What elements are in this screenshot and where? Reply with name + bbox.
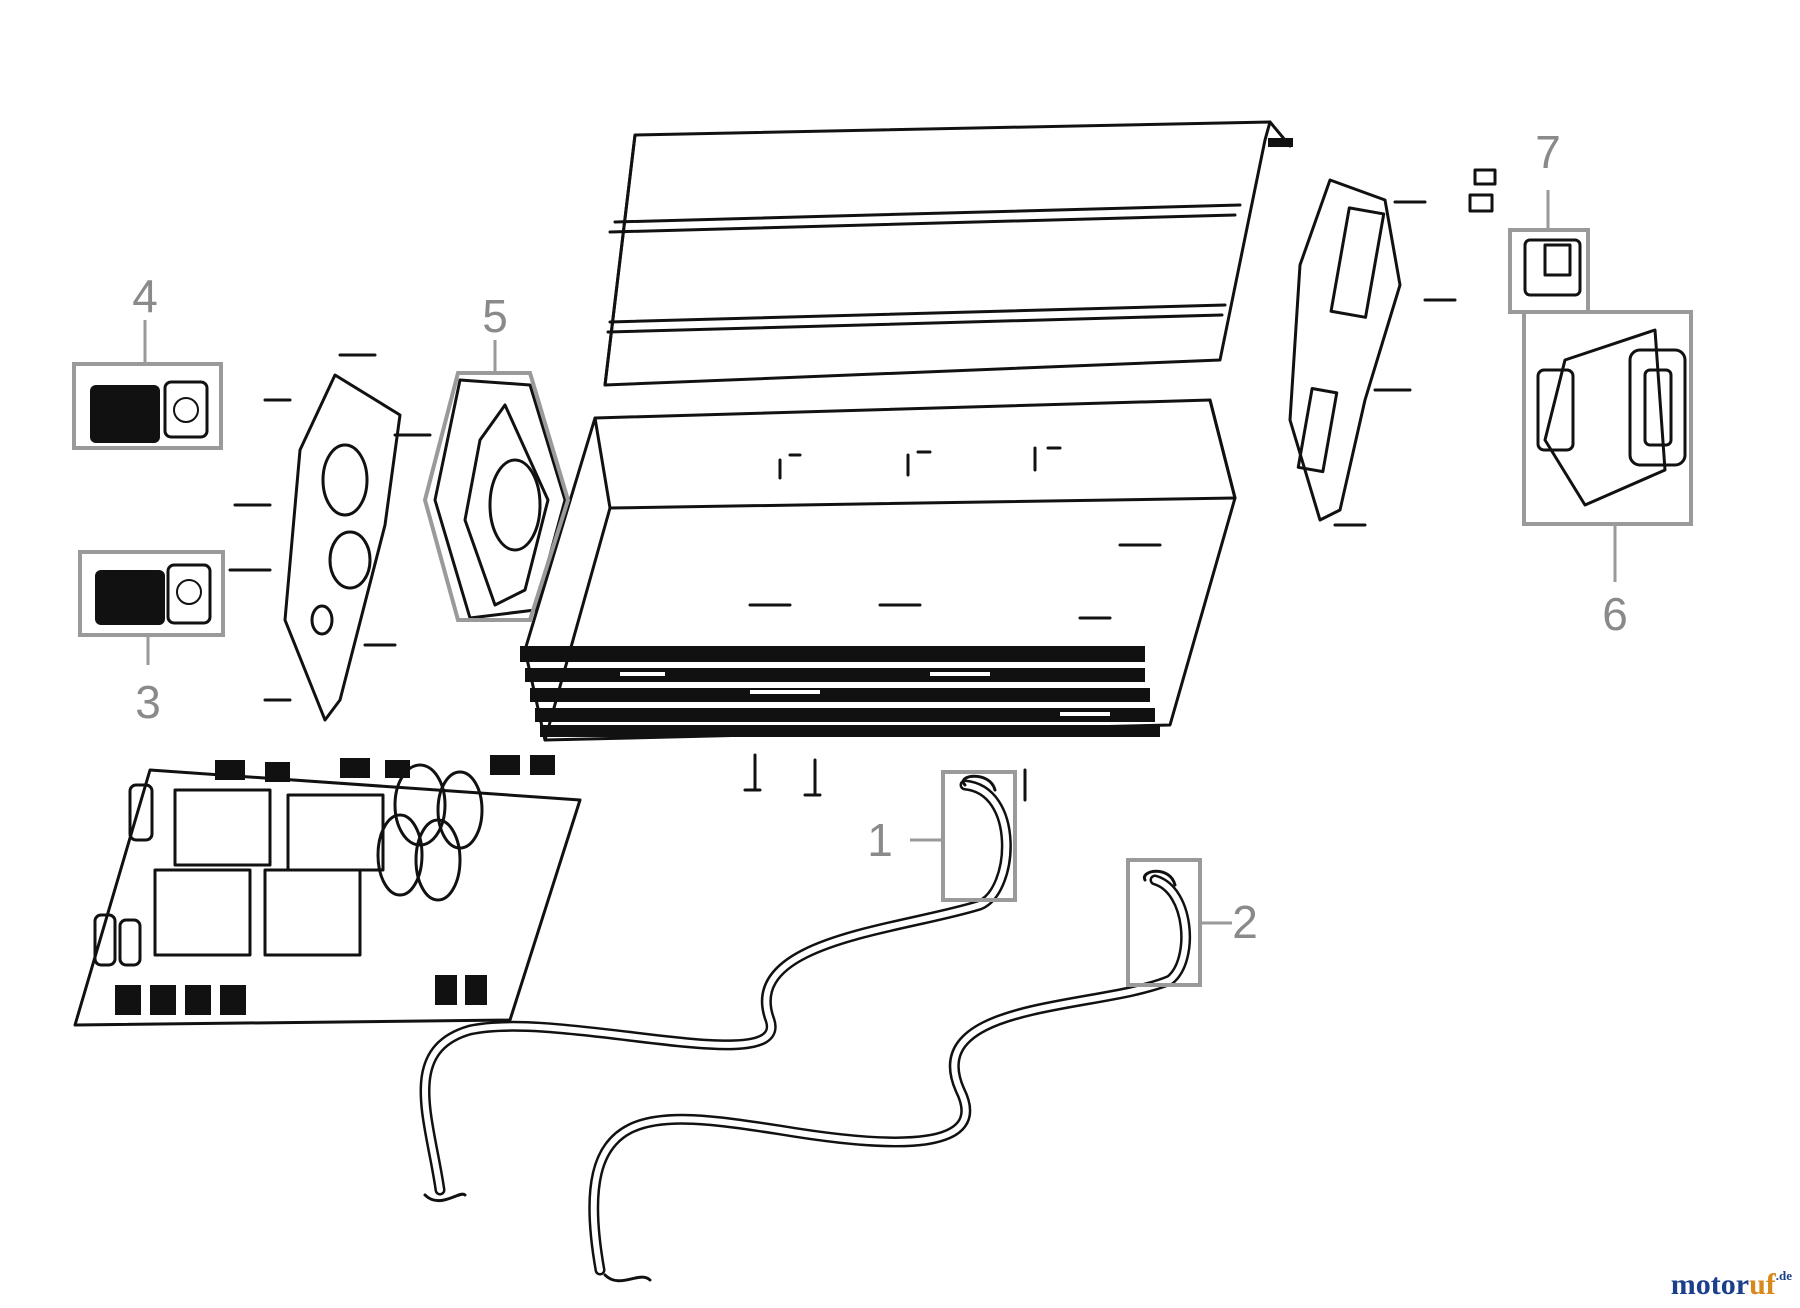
highlight-box-7	[1508, 228, 1590, 314]
part-2-cable	[588, 869, 1192, 1283]
left-end-plate	[228, 353, 432, 722]
highlight-box-1	[941, 770, 1017, 902]
highlight-box-4	[72, 362, 223, 450]
motoruf-watermark: motoruf.de	[1671, 1268, 1792, 1302]
pcb-components-bottom	[115, 975, 487, 1015]
lower-housing-heatsink	[520, 398, 1237, 802]
part-4-connector	[90, 380, 209, 443]
callout-5: 5	[482, 290, 508, 342]
callout-2: 2	[1232, 896, 1258, 948]
part-6-power-socket	[1536, 328, 1687, 507]
housing-screws	[743, 446, 1162, 802]
highlight-box-3	[78, 550, 225, 637]
part-1-cable	[419, 774, 1012, 1203]
callout-1: 1	[867, 814, 893, 866]
pcb-components-top	[215, 755, 555, 782]
highlight-box-5	[422, 371, 571, 622]
cooling-fins	[520, 646, 1160, 737]
callout-7: 7	[1535, 126, 1561, 178]
watermark-accent: uf	[1749, 1268, 1776, 1301]
highlight-box-6	[1522, 310, 1693, 526]
watermark-tld: .de	[1775, 1268, 1792, 1283]
part-7-switch	[1523, 238, 1582, 297]
callout-4: 4	[132, 270, 158, 322]
upper-housing-cover	[603, 120, 1293, 387]
callout-3: 3	[135, 676, 161, 728]
right-end-plate	[1288, 168, 1497, 527]
part-3-connector	[95, 563, 212, 625]
circuit-board	[73, 755, 582, 1027]
watermark-main: motor	[1670, 1268, 1750, 1301]
callout-6: 6	[1602, 588, 1628, 640]
